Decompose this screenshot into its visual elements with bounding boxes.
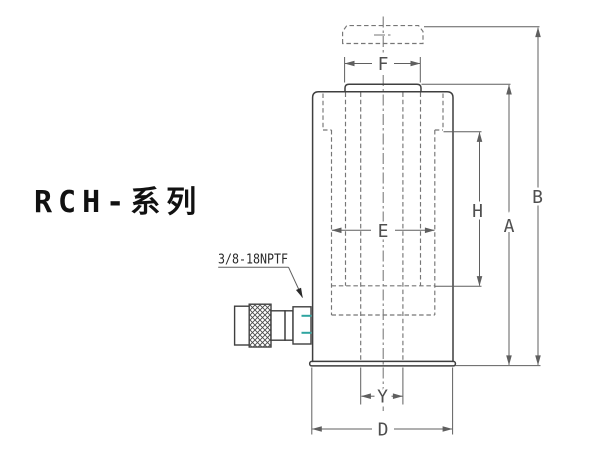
- dim-label-E: E: [378, 221, 389, 242]
- dim-label-A: A: [504, 216, 515, 237]
- saddle: [344, 83, 422, 93]
- port-thread-label: 3/8-18NPTF: [218, 252, 288, 268]
- dimension-Y: Y: [360, 367, 404, 410]
- dim-label-B: B: [532, 187, 543, 208]
- cylinder-body: [311, 90, 454, 363]
- dim-label-F: F: [378, 54, 389, 75]
- hidden-bore-lines: [322, 92, 444, 361]
- base-flange: [308, 360, 457, 367]
- dimension-D: D: [311, 367, 454, 443]
- dimension-F: F: [344, 52, 421, 83]
- vertical-centerline: [374, 16, 393, 411]
- raised-plunger-outline: [342, 25, 424, 45]
- dimension-A: A: [501, 84, 517, 366]
- dimension-H: H: [435, 131, 485, 287]
- port-coupler-fitting: [233, 303, 312, 348]
- dim-label-Y: Y: [377, 387, 388, 408]
- coupler-flange: [292, 306, 312, 345]
- dim-label-D: D: [378, 420, 389, 441]
- series-title: RCH-系列: [34, 185, 203, 220]
- coupler-end-cap: [233, 305, 250, 346]
- coupler-neck: [270, 310, 294, 341]
- dimension-extension-lines: [421, 26, 541, 367]
- dimension-E: E: [331, 219, 435, 245]
- port-callout: 3/8-18NPTF: [218, 252, 303, 298]
- dimension-B: B: [530, 27, 545, 366]
- dim-label-H: H: [472, 201, 483, 222]
